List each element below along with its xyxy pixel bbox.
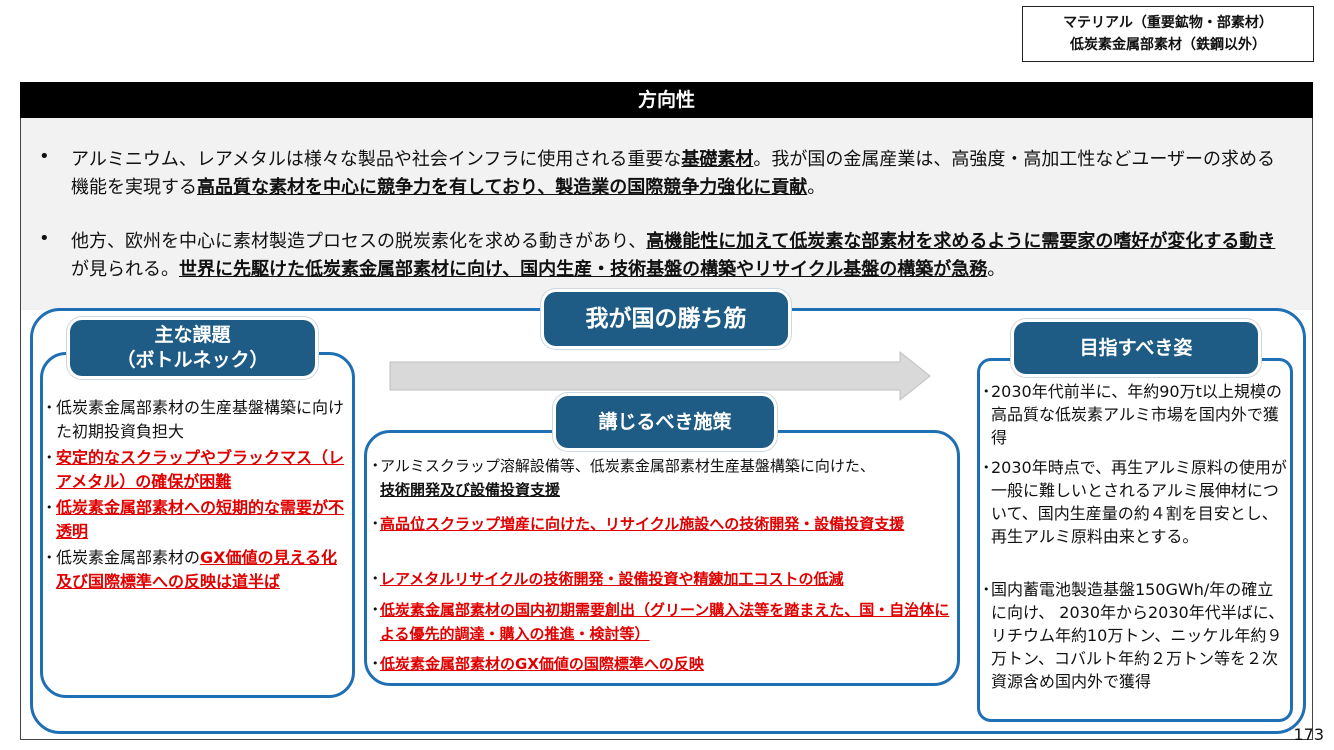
bottleneck-item-text: 低炭素金属部素材のGX価値の見える化及び国際標準への反映は道半ば [56, 546, 350, 594]
list-item: • 高品位スクラップ増産に向けた、リサイクル施設への技術開発・設備投資支援 [372, 512, 954, 536]
bullet-icon: • [39, 146, 50, 167]
emphasis-text: 基礎素材 [681, 149, 754, 170]
category-tag-line2: 低炭素金属部素材（鉄鋼以外） [1070, 37, 1266, 53]
bottleneck-item-text: 低炭素金属部素材への短期的な需要が不透明 [56, 498, 345, 541]
category-tag: マテリアル（重要鉱物・部素材） 低炭素金属部素材（鉄鋼以外） [1022, 6, 1314, 62]
winning-strategy-title: 我が国の勝ち筋 [544, 292, 788, 346]
measures-item-text: 低炭素金属部素材のGX価値の国際標準への反映 [380, 655, 704, 673]
emphasis-text: 高機能性に加えて低炭素な部素材を求めるように需要家の嗜好が変化する動き [646, 231, 1276, 252]
section-title: 方向性 [20, 82, 1313, 118]
measures-item-text: 低炭素金属部素材の国内初期需要創出（グリーン購入法等を踏まえた、国・自治体による… [380, 601, 950, 643]
text-span: 。 [987, 259, 1006, 280]
intro-text-2: 他方、欧州を中心に素材製造プロセスの脱炭素化を求める動きがあり、高機能性に加えて… [71, 228, 1291, 284]
goals-item-text: 国内蓄電池製造基盤150GWh/年の確立に向け、 2030年から2030年代半ば… [991, 580, 1285, 691]
text-span: 他方、欧州を中心に素材製造プロセスの脱炭素化を求める動きがあり、 [71, 231, 647, 252]
list-item: • 安定的なスクラップやブラックマス（レアメタル）の確保が困難 [46, 446, 350, 494]
measures-item-text: アルミスクラップ溶解設備等、低炭素金属部素材生産基盤構築に向けた、技術開発及び設… [380, 454, 954, 502]
bottleneck-title-line1: 主な課題 [154, 324, 231, 346]
bottleneck-title-line2: （ボトルネック） [116, 349, 269, 371]
bullet-icon: • [983, 385, 990, 398]
goals-title: 目指すべき姿 [1014, 322, 1258, 374]
bullet-icon: • [372, 603, 379, 616]
bottleneck-item-text: 安定的なスクラップやブラックマス（レアメタル）の確保が困難 [56, 448, 345, 491]
bullet-icon: • [46, 401, 53, 414]
list-item: • 低炭素金属部素材のGX価値の国際標準への反映 [372, 652, 954, 676]
list-item: • 国内蓄電池製造基盤150GWh/年の確立に向け、 2030年から2030年代… [983, 578, 1287, 693]
bullet-icon: • [372, 657, 379, 670]
text-span: 低炭素金属部素材の [56, 548, 201, 567]
emphasis-text: GX価値の見える化及び国際標準への反映は道半ば [56, 548, 338, 591]
goals-item-text: 2030年時点で、再生アルミ原料の使用が一般に難しいとされるアルミ展伸材について… [991, 458, 1287, 546]
goals-box [977, 358, 1293, 722]
measures-item-text: 高品位スクラップ増産に向けた、リサイクル施設への技術開発・設備投資支援 [380, 515, 905, 533]
bullet-icon: • [39, 228, 50, 249]
bullet-icon: • [372, 572, 379, 585]
bullet-icon: • [46, 451, 53, 464]
list-item: • 低炭素金属部素材の生産基盤構築に向けた初期投資負担大 [46, 396, 350, 444]
text-span: が見られる。 [71, 259, 179, 280]
intro-text-1: アルミニウム、レアメタルは様々な製品や社会インフラに使用される重要な基礎素材。我… [71, 146, 1291, 202]
list-item: • 2030年代前半に、年約90万t以上規模の高品質な低炭素アルミ市場を国内外で… [983, 380, 1287, 449]
text-span: アルミニウム、レアメタルは様々な製品や社会インフラに使用される重要な [71, 149, 682, 170]
emphasis-text: 高品質な素材を中心に競争力を有しており、製造業の国際競争力強化に貢献 [197, 177, 808, 198]
list-item: • 低炭素金属部素材の国内初期需要創出（グリーン購入法等を踏まえた、国・自治体に… [372, 598, 954, 646]
bullet-icon: • [372, 459, 379, 472]
measures-item-text: レアメタルリサイクルの技術開発・設備投資や精錬加工コストの低減 [380, 570, 844, 588]
list-item: • 2030年時点で、再生アルミ原料の使用が一般に難しいとされるアルミ展伸材につ… [983, 456, 1287, 548]
bullet-icon: • [46, 551, 53, 564]
bullet-icon: • [46, 501, 53, 514]
page-number: 173 [1293, 725, 1324, 744]
category-tag-line1: マテリアル（重要鉱物・部素材） [1063, 15, 1273, 31]
list-item: • 低炭素金属部素材のGX価値の見える化及び国際標準への反映は道半ば [46, 546, 350, 594]
bullet-icon: • [372, 517, 379, 530]
emphasis-text: 技術開発及び設備投資支援 [380, 481, 561, 499]
bullet-icon: • [983, 461, 990, 474]
list-item: • 低炭素金属部素材への短期的な需要が不透明 [46, 496, 350, 544]
goals-item-text: 2030年代前半に、年約90万t以上規模の高品質な低炭素アルミ市場を国内外で獲得 [991, 382, 1282, 447]
text-span: 。我が国の金属産業は、高強度・高加工性などユーザーの求める機能を実現する [71, 149, 1276, 198]
bottleneck-title: 主な課題 （ボトルネック） [70, 320, 315, 376]
measures-box [364, 430, 960, 686]
arrow-right-icon [389, 350, 931, 402]
measures-title: 講じるべき施策 [556, 396, 774, 448]
bottleneck-item-text: 低炭素金属部素材の生産基盤構築に向けた初期投資負担大 [56, 398, 345, 441]
bullet-icon: • [983, 583, 990, 596]
text-span: アルミスクラップ溶解設備等、低炭素金属部素材生産基盤構築に向けた、 [380, 457, 875, 475]
list-item: • レアメタルリサイクルの技術開発・設備投資や精錬加工コストの低減 [372, 567, 954, 591]
text-span: 。 [807, 177, 826, 198]
emphasis-text: 世界に先駆けた低炭素金属部素材に向け、国内生産・技術基盤の構築やリサイクル基盤の… [179, 259, 988, 280]
intro-panel: • アルミニウム、レアメタルは様々な製品や社会インフラに使用される重要な基礎素材… [21, 118, 1312, 310]
list-item: • アルミスクラップ溶解設備等、低炭素金属部素材生産基盤構築に向けた、技術開発及… [372, 454, 954, 502]
